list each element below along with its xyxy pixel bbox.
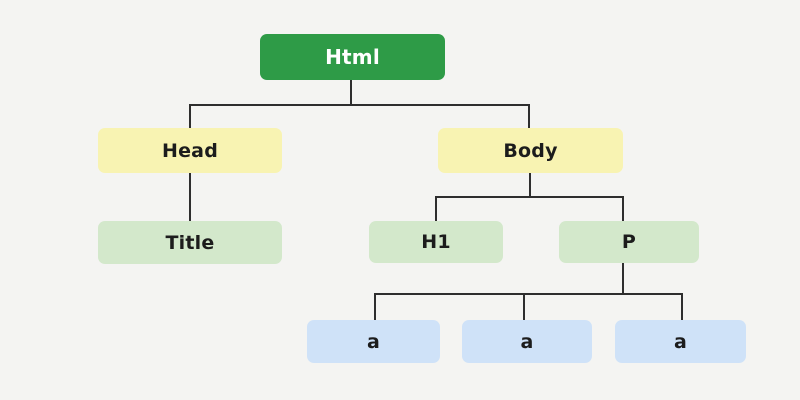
tree-node-p: P [559,221,699,263]
connector-drop-h1 [435,196,437,221]
connector-body-children-bar [435,196,624,198]
connector-html-children-bar [189,104,530,106]
connector-p-stem [622,263,624,295]
tree-node-a-1: a [307,320,440,363]
connector-drop-body [528,104,530,128]
connector-p-children-bar [374,293,683,295]
connector-drop-head [189,104,191,128]
connector-body-stem [529,173,531,198]
connector-drop-a3 [681,293,683,320]
connector-html-stem [350,80,352,106]
tree-node-body: Body [438,128,623,173]
tree-node-h1: H1 [369,221,503,263]
tree-node-html: Html [260,34,445,80]
connector-drop-p [622,196,624,221]
connector-head-title [189,173,191,221]
connector-drop-a1 [374,293,376,320]
tree-node-a-2: a [462,320,592,363]
tree-node-a-3: a [615,320,746,363]
tree-node-head: Head [98,128,282,173]
connector-drop-a2 [523,293,525,320]
tree-node-title: Title [98,221,282,264]
